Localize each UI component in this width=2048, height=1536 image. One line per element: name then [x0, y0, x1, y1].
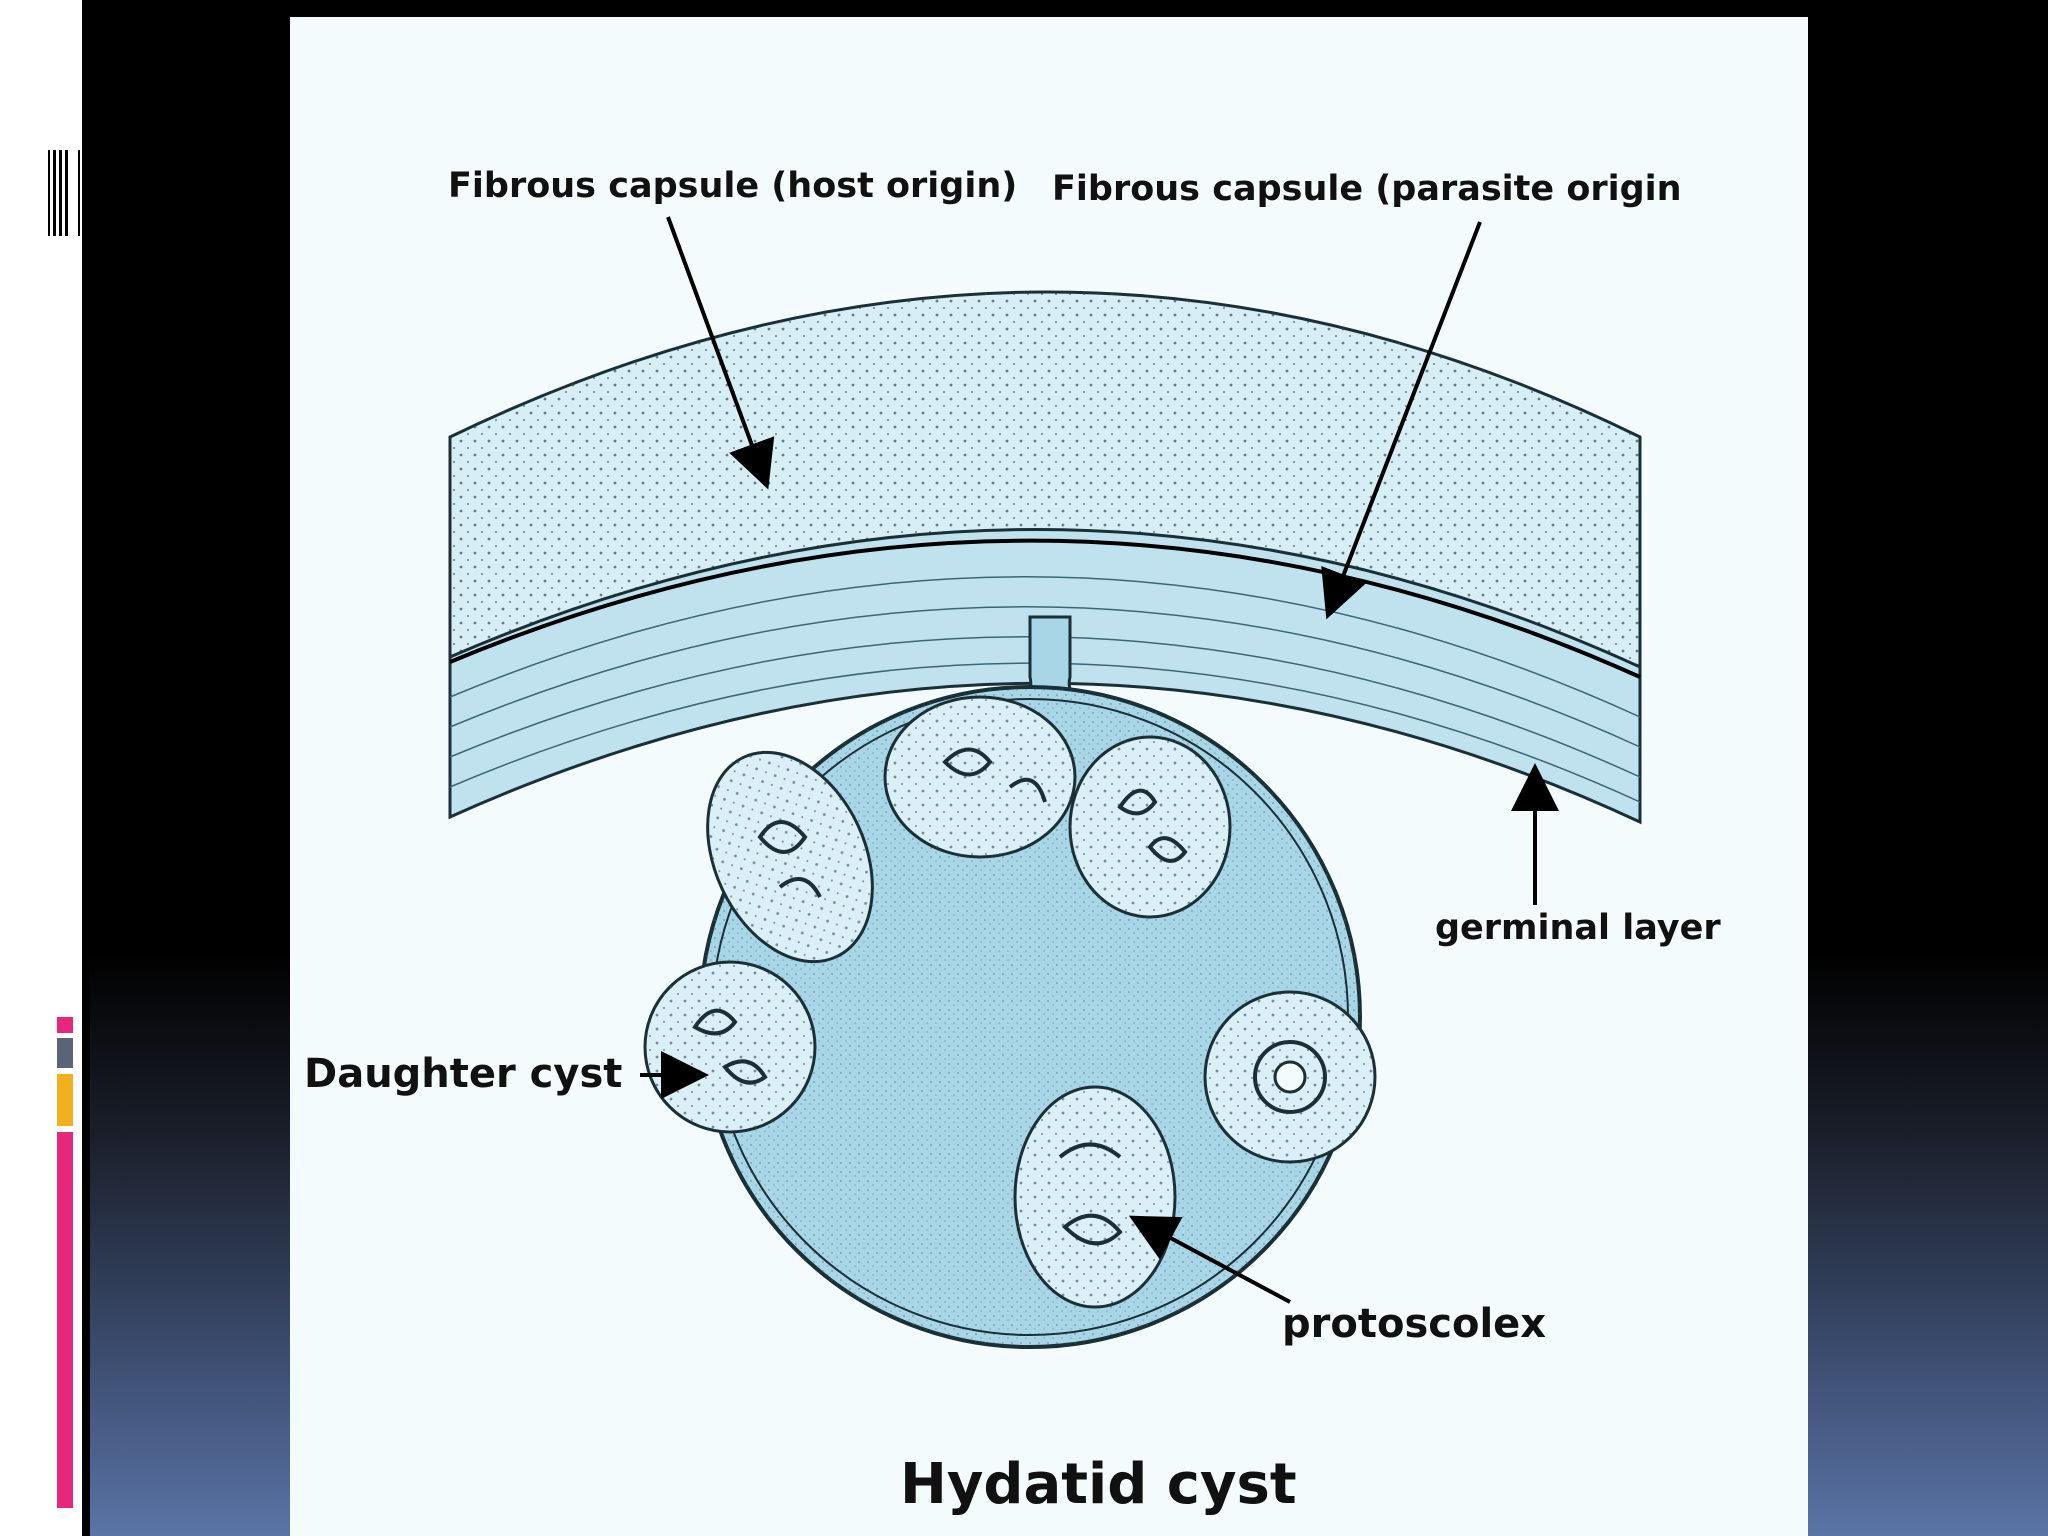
label-daughter-cyst: Daughter cyst: [304, 1051, 622, 1097]
brood-capsule: [1068, 735, 1232, 919]
stripes-ornament-icon: [48, 150, 80, 236]
arrow-parasite-capsule: [1321, 221, 1482, 620]
brood-capsule: [706, 750, 874, 964]
left-margin-divider: [82, 0, 90, 1536]
label-protoscolex: protoscolex: [1282, 1301, 1546, 1347]
brood-capsule: [643, 960, 817, 1134]
accent-bar-gold: [57, 1074, 73, 1126]
accent-bar-pink-small: [57, 1017, 73, 1033]
diagram-caption: Hydatid cyst: [900, 1452, 1297, 1517]
accent-bar-gray: [57, 1038, 73, 1068]
label-germinal-layer: germinal layer: [1435, 908, 1721, 948]
arrow-host-capsule: [666, 216, 775, 490]
hydatid-cyst-diagram: Fibrous capsule (host origin) Fibrous ca…: [290, 17, 1808, 1536]
arrow-protoscolex: [1128, 1215, 1291, 1304]
diagram-illustration: Fibrous capsule (host origin) Fibrous ca…: [304, 166, 1721, 1517]
accent-bar-pink: [57, 1132, 73, 1508]
brood-capsule: [1013, 1085, 1177, 1309]
label-parasite-capsule: Fibrous capsule (parasite origin: [1052, 169, 1682, 209]
brood-capsule: [883, 695, 1077, 859]
label-host-capsule: Fibrous capsule (host origin): [448, 166, 1017, 206]
brood-capsule: [1203, 990, 1377, 1164]
